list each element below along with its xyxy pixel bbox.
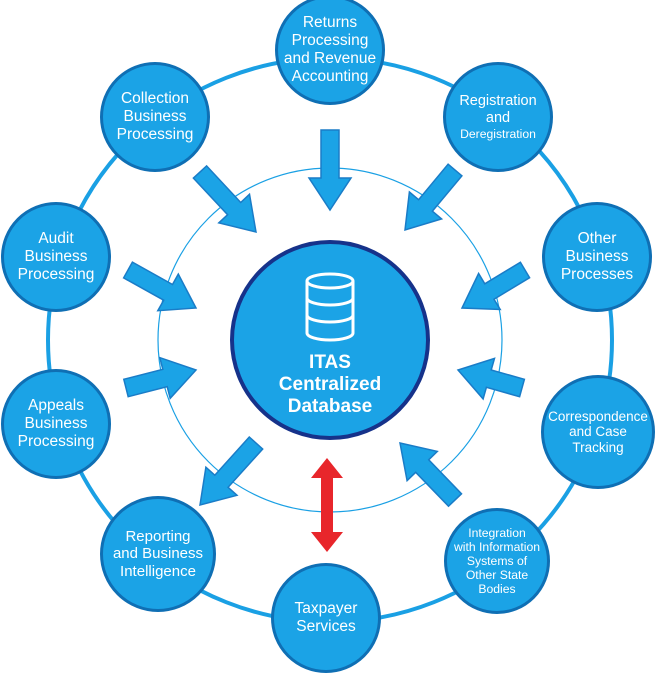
- database-icon: [305, 272, 355, 342]
- double-arrow-taxpayer-services: [311, 458, 343, 552]
- node-label-line: Correspondence: [548, 408, 648, 424]
- arrow-integration-state-bodies: [399, 442, 463, 508]
- node-label-line: Other: [577, 230, 617, 248]
- node-label-line: Taxpayer: [294, 600, 358, 618]
- arrow-collection-business-processing: [192, 164, 257, 234]
- node-label-line: Processes: [560, 265, 634, 283]
- node-label-line: and Business: [112, 545, 204, 563]
- node-label-line: Systems of: [466, 553, 528, 568]
- arrow-returns-processing: [307, 129, 353, 212]
- node-label-line: Business: [123, 108, 187, 126]
- arrow-audit-business-processing: [122, 261, 198, 312]
- node-label-line: Integration: [468, 525, 526, 540]
- node-label-line: Returns: [302, 14, 358, 32]
- node-label-line: Processing: [116, 125, 194, 143]
- node-label-line: Audit: [38, 230, 74, 248]
- node-label-line: Collection: [120, 90, 190, 108]
- node-label-line: and: [485, 109, 511, 126]
- node-label-line: Bodies: [478, 582, 516, 597]
- node-label-line: Business: [24, 248, 88, 266]
- node-label-line: and Case: [569, 424, 627, 440]
- node-label-line: Intelligence: [120, 562, 196, 580]
- node-label-line: with Information: [453, 539, 541, 554]
- node-label-line: Processing: [291, 32, 369, 50]
- arrow-registration: [404, 163, 463, 232]
- node-label-line: Accounting: [291, 67, 369, 85]
- center-label-line: Database: [287, 396, 373, 418]
- node-label-line: Business: [24, 415, 88, 433]
- node-label-line: Appeals: [27, 397, 84, 415]
- node-label-line: Processing: [17, 265, 95, 283]
- node-label-line: Deregistration: [460, 126, 536, 141]
- node-label-line: Services: [296, 618, 356, 635]
- node-label-line: Processing: [17, 432, 95, 450]
- arrow-correspondence-case-tracking: [456, 357, 526, 401]
- arrow-other-business-processes: [460, 261, 531, 311]
- node-label-line: Reporting: [125, 527, 191, 545]
- node-label-line: Other State: [465, 568, 529, 583]
- node-label-line: and Revenue: [283, 50, 377, 67]
- center-label-line: ITAS: [309, 352, 351, 373]
- node-label-line: Tracking: [572, 439, 624, 455]
- center-label-line: Centralized: [278, 374, 382, 396]
- node-label-line: Business: [565, 248, 629, 266]
- arrow-reporting-business-intelligence: [199, 435, 264, 507]
- node-label-line: Registration: [459, 93, 537, 110]
- arrow-appeals-business-processing: [122, 356, 198, 400]
